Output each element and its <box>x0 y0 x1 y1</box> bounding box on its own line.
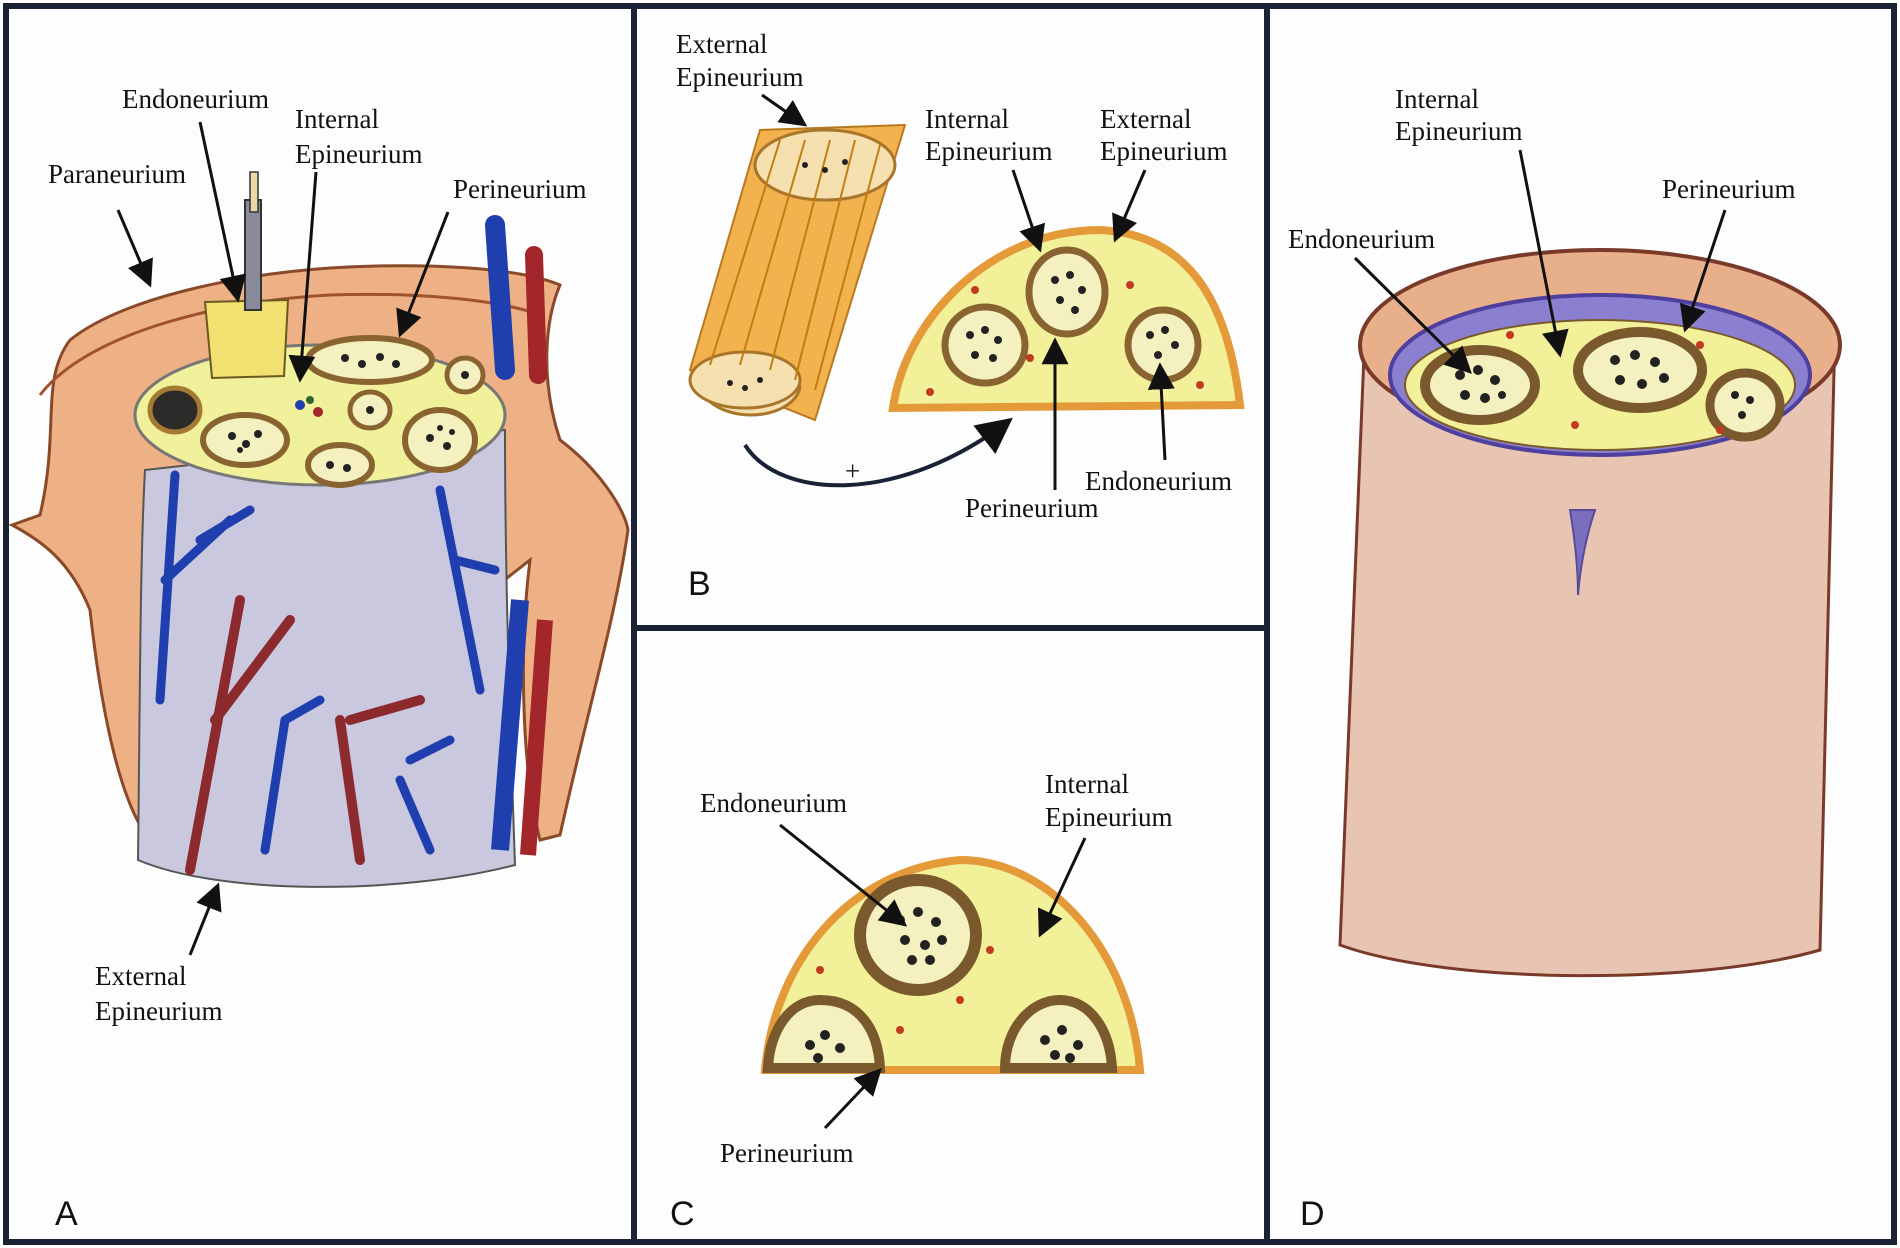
c-label-endoneurium: Endoneurium <box>700 788 847 818</box>
b-label-endoneurium: Endoneurium <box>1085 466 1232 496</box>
b-label-internal-epineurium-line1: Internal <box>925 104 1009 134</box>
d-arrows <box>1353 149 1727 374</box>
endoneurium-block <box>203 171 290 380</box>
a-vessels-right <box>485 215 553 856</box>
panel-d-letter: D <box>1300 1195 1325 1233</box>
a-label-internal-epineurium-line2: Epineurium <box>295 139 422 169</box>
b-arrows <box>761 93 1175 490</box>
d-label-internal-epineurium-line1: Internal <box>1395 84 1479 114</box>
a-label-perineurium: Perineurium <box>453 174 586 204</box>
a-label-external-epineurium-line1: External <box>95 961 186 991</box>
c-label-internal-epineurium-line1: Internal <box>1045 769 1129 799</box>
c-axons <box>805 907 1083 1063</box>
b-label-external-epineurium-top-line1: External <box>676 29 767 59</box>
d-fascicles <box>1420 327 1785 442</box>
b-curved-arrow <box>743 417 1013 488</box>
panel-b-letter: B <box>688 565 711 603</box>
b-label-external-epineurium-right-line2: Epineurium <box>1100 136 1227 166</box>
a-arrows <box>116 121 450 956</box>
panel-a-letter: A <box>55 1195 78 1233</box>
d-label-endoneurium: Endoneurium <box>1288 224 1435 254</box>
d-cylinder-body <box>1338 328 1837 978</box>
a-label-internal-epineurium-line1: Internal <box>295 104 379 134</box>
b-label-perineurium: Perineurium <box>965 493 1098 523</box>
a-surface-vessels <box>155 470 500 875</box>
c-label-perineurium: Perineurium <box>720 1138 853 1168</box>
panel-a: Endoneurium Internal Epineurium Paraneur… <box>8 84 630 1233</box>
a-fascicles <box>147 335 486 488</box>
b-nerve-bundle <box>688 123 907 422</box>
b-label-external-epineurium-top-line2: Epineurium <box>676 62 803 92</box>
b-label-external-epineurium-right-line1: External <box>1100 104 1191 134</box>
panel-b: + External Epineurium Internal Epineuriu… <box>676 29 1245 603</box>
a-label-endoneurium: Endoneurium <box>122 84 269 114</box>
c-label-internal-epineurium-line2: Epineurium <box>1045 802 1172 832</box>
c-arrows <box>779 823 1087 1130</box>
panel-c: Endoneurium Internal Epineurium Perineur… <box>670 769 1172 1233</box>
panel-d: Internal Epineurium Perineurium Endoneur… <box>1288 84 1842 1233</box>
a-label-paraneurium: Paraneurium <box>48 159 186 189</box>
b-plus-sign: + <box>845 456 860 486</box>
a-label-external-epineurium-line2: Epineurium <box>95 996 222 1026</box>
d-label-internal-epineurium-line2: Epineurium <box>1395 116 1522 146</box>
d-label-perineurium: Perineurium <box>1662 174 1795 204</box>
nerve-cylinder <box>136 428 517 888</box>
panel-c-letter: C <box>670 1195 695 1233</box>
b-label-internal-epineurium-line2: Epineurium <box>925 136 1052 166</box>
